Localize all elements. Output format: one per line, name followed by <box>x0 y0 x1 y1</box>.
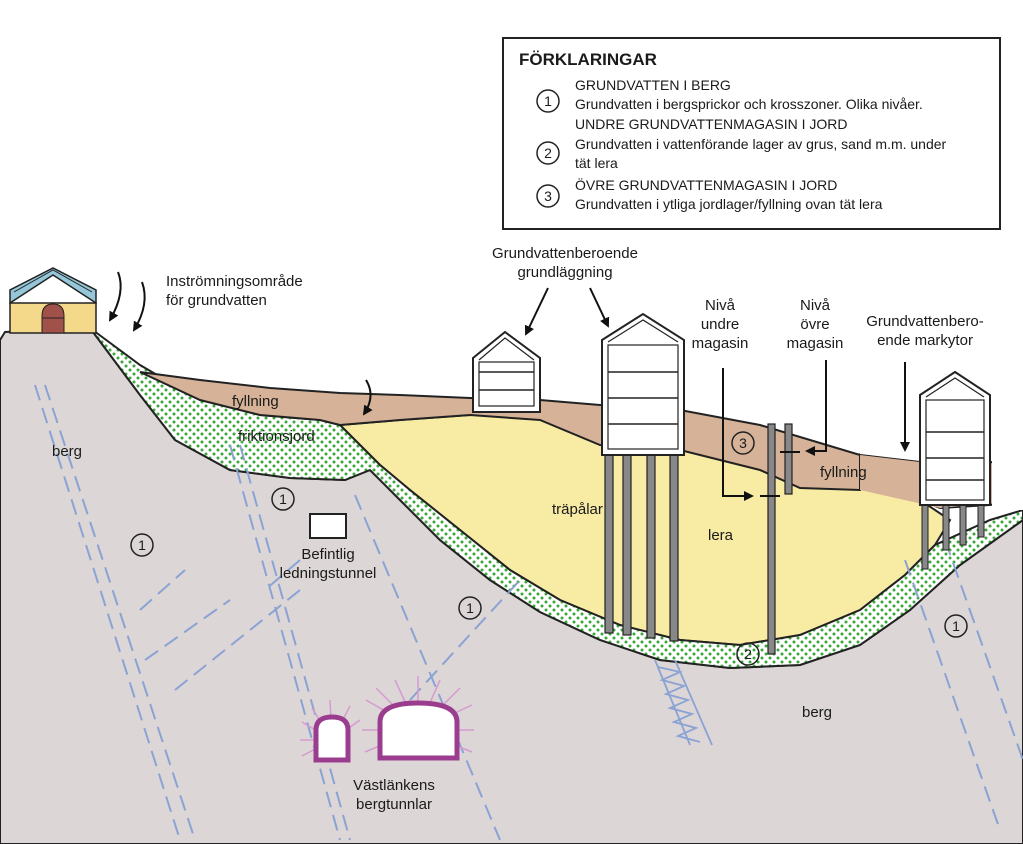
label-vastlanken-1: Västlänkens <box>353 777 435 794</box>
legend: FÖRKLARINGAR 1 GRUNDVATTEN I BERG Grundv… <box>502 37 1001 230</box>
legend-number-1: 1 <box>544 93 552 109</box>
label-surfaces-2: ende markytor <box>877 332 973 349</box>
pointer-arrows <box>524 287 910 501</box>
label-fyllning-right: fyllning <box>820 464 867 481</box>
diagram-labels: Inströmningsområde för grundvatten Grund… <box>52 245 984 813</box>
level-pipes <box>760 423 800 655</box>
label-level-upper-3: magasin <box>787 335 844 352</box>
label-level-lower-2: undre <box>701 316 739 333</box>
label-inflow-2: för grundvatten <box>166 292 267 309</box>
house-left <box>9 267 97 334</box>
label-tunnel-existing-2: ledningstunnel <box>280 565 377 582</box>
label-inflow-1: Inströmningsområde <box>166 273 303 290</box>
diagram-markers: 1 1 1 1 2 3 <box>130 431 968 666</box>
tunnel-small <box>313 714 351 763</box>
marker-1b: 1 <box>138 537 146 553</box>
label-fyllning-left: fyllning <box>232 393 279 410</box>
tunnel-large <box>377 700 460 761</box>
label-level-upper-2: övre <box>800 316 829 333</box>
legend-text-1: Grundvatten i bergsprickor och krosszone… <box>575 96 923 112</box>
marker-1d: 1 <box>952 618 960 634</box>
label-foundation-1: Grundvattenberoende <box>492 245 638 262</box>
marker-2: 2 <box>744 646 752 662</box>
label-level-lower-1: Nivå <box>705 297 736 314</box>
legend-text-2a: Grundvatten i vattenförande lager av gru… <box>575 136 947 152</box>
building-small <box>472 330 541 413</box>
inflow-arrows <box>109 271 373 416</box>
crush-zone-lattice <box>654 659 713 746</box>
label-berg-left: berg <box>52 443 82 460</box>
vastlanken-tunnels <box>300 676 474 763</box>
legend-text-3: Grundvatten i ytliga jordlager/fyllning … <box>575 196 883 212</box>
label-friktionsjord: friktionsjord <box>238 428 315 445</box>
label-lera: lera <box>708 527 734 544</box>
legend-heading-2: UNDRE GRUNDVATTENMAGASIN I JORD <box>575 116 848 132</box>
label-level-upper-1: Nivå <box>800 297 831 314</box>
label-trapalar: träpålar <box>552 501 603 518</box>
legend-number-2: 2 <box>544 145 552 161</box>
legend-title: FÖRKLARINGAR <box>519 50 657 69</box>
marker-3: 3 <box>739 435 747 451</box>
marker-1c: 1 <box>466 600 474 616</box>
existing-utility-tunnel <box>309 513 347 539</box>
legend-text-2b: tät lera <box>575 155 618 171</box>
label-berg-right: berg <box>802 704 832 721</box>
legend-heading-3: ÖVRE GRUNDVATTENMAGASIN I JORD <box>575 176 837 193</box>
label-surfaces-1: Grundvattenbero- <box>866 313 984 330</box>
friction-soil-dots <box>89 327 1023 670</box>
marker-1a: 1 <box>279 491 287 507</box>
label-foundation-2: grundläggning <box>517 264 612 281</box>
label-tunnel-existing-1: Befintlig <box>301 546 354 563</box>
legend-number-3: 3 <box>544 188 552 204</box>
label-vastlanken-2: bergtunnlar <box>356 796 432 813</box>
legend-heading-1: GRUNDVATTEN I BERG <box>575 77 731 93</box>
building-right <box>919 370 1023 570</box>
label-level-lower-3: magasin <box>692 335 749 352</box>
building-on-piles <box>601 312 685 642</box>
bedrock-fracture-lines <box>34 384 1023 841</box>
